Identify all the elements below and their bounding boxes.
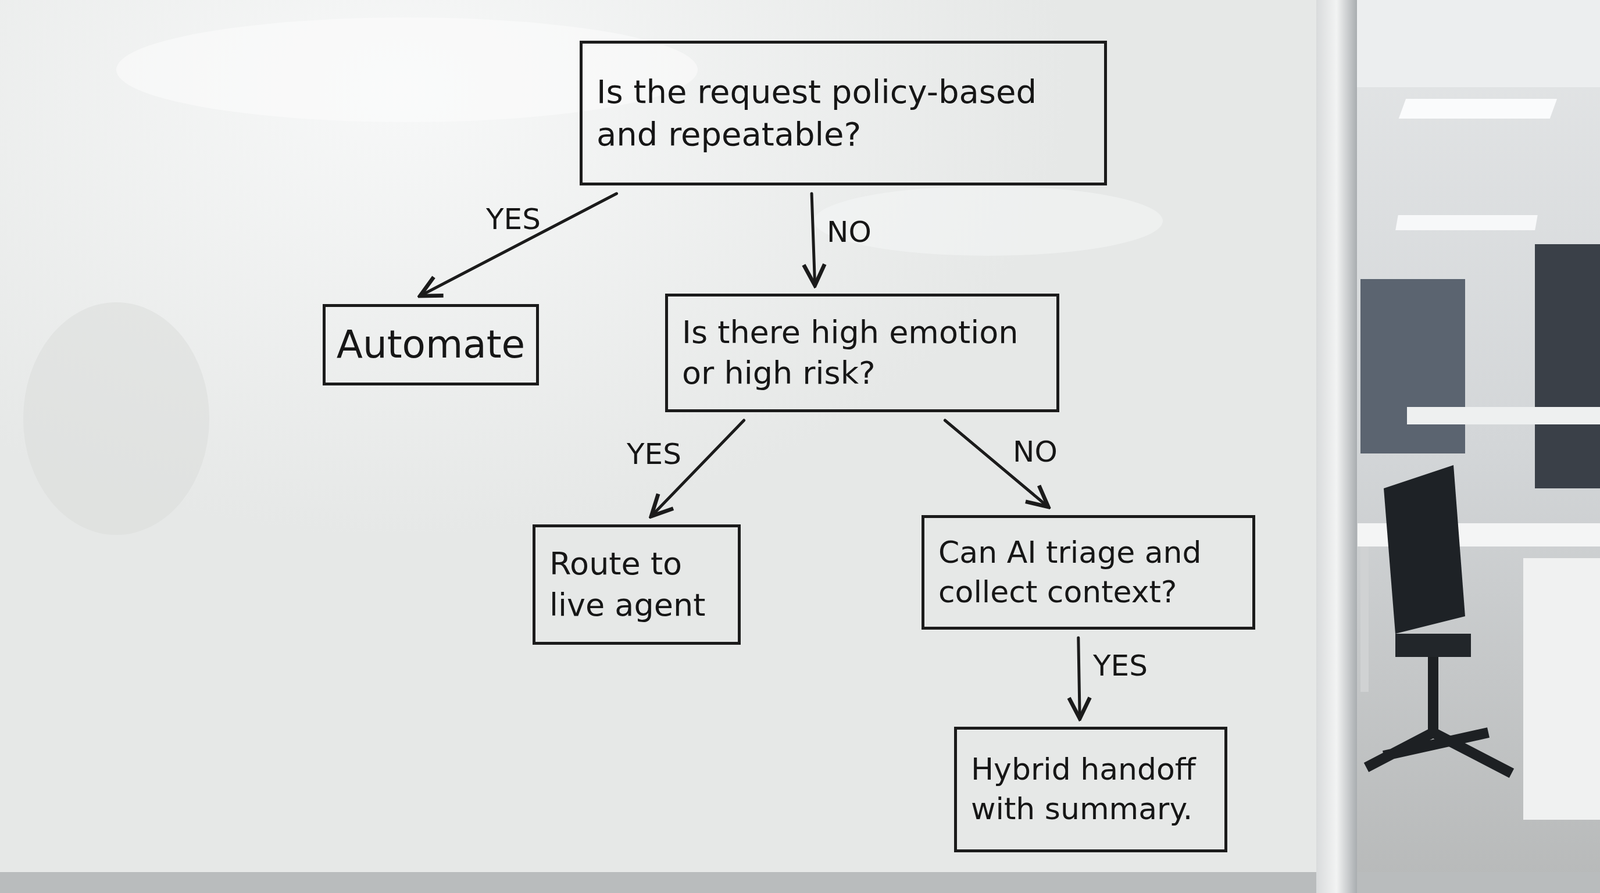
decision-box: Is there high emotion or high risk? [665, 293, 1060, 413]
process-box: Hybrid handoff with summary. [954, 726, 1228, 853]
flow-arrow [1078, 637, 1080, 719]
edge-label: YES [1093, 648, 1148, 683]
node-label: Hybrid handoff with summary. [970, 750, 1211, 829]
flow-arrow [419, 193, 617, 296]
process-box: Route to live agent [532, 524, 741, 645]
decision-box: Is the request policy-based and repeatab… [579, 40, 1107, 186]
node-label: Automate [336, 319, 525, 370]
edge-label: NO [1012, 434, 1058, 469]
flow-arrow [811, 193, 816, 286]
node-label: Is the request policy-based and repeatab… [596, 70, 1091, 156]
node-label: Can AI triage and collect context? [938, 533, 1239, 612]
node-label: Is there high emotion or high risk? [681, 312, 1043, 394]
process-box: Automate [322, 304, 539, 386]
process-box: Can AI triage and collect context? [921, 515, 1256, 630]
edge-label: YES [486, 202, 541, 237]
edge-label: NO [826, 215, 872, 249]
node-label: Route to live agent [549, 543, 724, 625]
edge-label: YES [626, 437, 682, 471]
